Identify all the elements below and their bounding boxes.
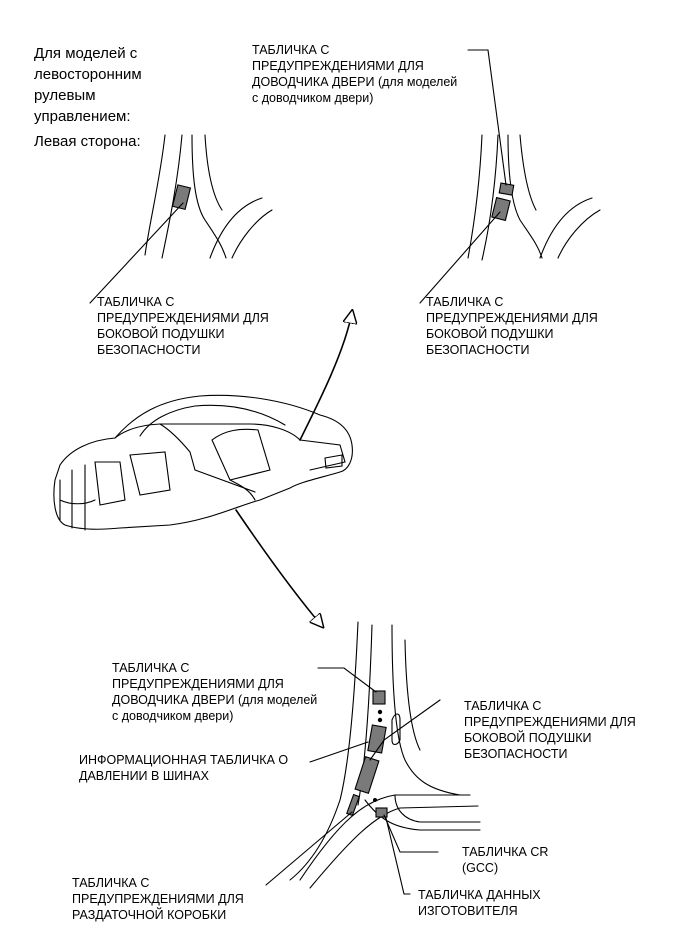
- door-closer-label-bottom: [372, 690, 386, 705]
- label-airbag-bottom: ТАБЛИЧКА С ПРЕДУПРЕЖДЕНИЯМИ ДЛЯ БОКОВОЙ …: [464, 699, 636, 761]
- pillar-detail-bottom: [289, 621, 481, 889]
- tire-pressure-label: [367, 724, 387, 754]
- arrow-up: [299, 312, 352, 441]
- airbag-label-bottom: [354, 755, 380, 795]
- door-closer-label-top-right: [498, 182, 515, 196]
- label-airbag-right: ТАБЛИЧКА С ПРЕДУПРЕЖДЕНИЯМИ ДЛЯ БОКОВОЙ …: [426, 295, 598, 357]
- label-tire-pressure: ИНФОРМАЦИОННАЯ ТАБЛИЧКА О ДАВЛЕНИИ В ШИН…: [79, 753, 289, 783]
- pillar-detail-top-left: [144, 134, 273, 259]
- label-door-closer-bottom: ТАБЛИЧКА С ПРЕДУПРЕЖДЕНИЯМИ ДЛЯ ДОВОДЧИК…: [112, 661, 318, 723]
- side-heading: Левая сторона:: [34, 133, 141, 150]
- label-transfer-case: ТАБЛИЧКА С ПРЕДУПРЕЖДЕНИЯМИ ДЛЯ РАЗДАТОЧ…: [72, 876, 244, 922]
- label-door-closer-top: ТАБЛИЧКА С ПРЕДУПРЕЖДЕНИЯМИ ДЛЯ ДОВОДЧИК…: [252, 43, 458, 105]
- label-manufacturer: ТАБЛИЧКА ДАННЫХ ИЗГОТОВИТЕЛЯ: [418, 888, 541, 918]
- label-cr-gcc: ТАБЛИЧКА CR (GCC): [462, 845, 549, 875]
- arrow-down: [235, 509, 322, 626]
- cr-gcc-label: [375, 807, 388, 818]
- car-body-outline: [53, 394, 353, 531]
- airbag-label-top-right: [491, 196, 511, 222]
- models-heading: Для моделей с левосторонним рулевым упра…: [34, 45, 142, 125]
- page-heading: Для моделей с левосторонним рулевым упра…: [34, 22, 142, 173]
- label-airbag-left: ТАБЛИЧКА С ПРЕДУПРЕЖДЕНИЯМИ ДЛЯ БОКОВОЙ …: [97, 295, 269, 357]
- pillar-detail-top-right: [467, 134, 601, 261]
